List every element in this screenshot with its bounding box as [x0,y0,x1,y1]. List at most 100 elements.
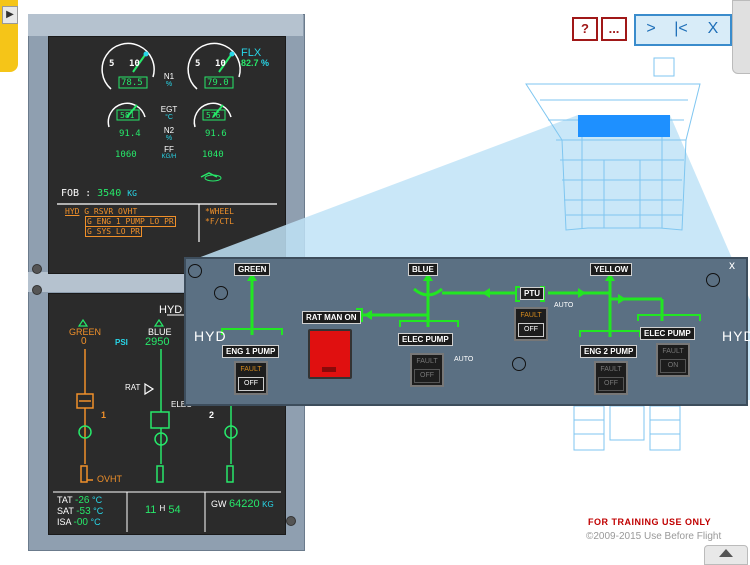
gauge-tick-label: 5 [109,59,115,69]
egt-right-value: 576 [206,111,221,120]
n1-right-value: 79.0 [207,78,229,88]
gauge-tick-label: 10 [215,59,226,69]
engine-gauges [57,42,277,242]
ovht-label: OVHT [97,474,123,484]
ecam-frame-top [28,14,303,36]
right-drawer-tab[interactable] [732,0,750,74]
screw-icon [286,516,296,526]
screw-icon [706,273,720,287]
temperature-block: TAT -26 °C SAT -53 °C ISA -00 °C [57,495,103,528]
time-hours: 11 [145,504,157,516]
screw-icon [32,264,42,274]
temp-unit: °C [91,495,103,505]
eng2-pump-button[interactable]: FAULT OFF [594,361,628,395]
blue-off-light: OFF [414,369,440,383]
sat-value: -53 [76,506,91,517]
side-drawer-tab[interactable]: ▶ [0,0,18,72]
flx-unit: % [261,58,270,68]
time-separator: H [159,504,166,513]
engine-2-number: 2 [209,410,215,420]
psi-unit: PSI [115,338,128,347]
selected-panel-highlight [578,115,670,137]
gw-value: 64220 [229,498,260,510]
chevron-up-icon [719,549,733,557]
screw-icon [32,285,42,295]
green-system-label: GREEN [234,263,271,276]
rat-man-on-guard[interactable] [308,329,352,379]
blue-elec-pump-label: ELEC PUMP [398,333,453,346]
memo-line: *F/CTL [205,217,234,226]
elec-label: ELEC [171,400,192,409]
sd-page-title: HYD [159,304,183,316]
n2-unit: % [165,135,173,142]
more-button[interactable]: ... [601,17,627,41]
time-minutes: 54 [168,504,181,516]
blue-elec-pump-button[interactable]: FAULT OFF [410,353,444,387]
hyd-side-label-right: HYD [722,328,750,344]
first-button[interactable]: |< [674,20,688,37]
egt-left-value: 581 [120,111,135,120]
ff-label: FF [164,145,174,154]
eng2-pump-label: ENG 2 PUMP [580,345,638,358]
blue-fault-light: FAULT [416,358,438,365]
memo-line: G SYS LO PR [85,226,142,237]
n2-right-value: 91.6 [205,129,227,139]
ecam-warning-memo: HYD G RSVR OVHT G ENG 1 PUMP LO PR G SYS… [65,207,176,237]
close-button[interactable]: X [707,20,719,37]
ptu-button[interactable]: FAULT OFF [514,307,548,341]
ptu-label: PTU [520,287,544,300]
hyd-overhead-panel: x GREEN BLUE YELLOW PTU RAT MAN ON ELEC … [184,257,750,406]
gauge-tick-label: 5 [195,59,201,69]
tat-value: -26 [75,495,90,506]
gw-unit: KG [262,500,274,509]
temp-unit: °C [93,506,104,516]
isa-label: ISA [57,517,72,527]
ptu-off-light: OFF [518,323,544,337]
utc-time: 11 H 54 [145,504,181,516]
next-button[interactable]: > [646,20,656,37]
navigation-group: > |< X [634,14,732,46]
training-notice: FOR TRAINING USE ONLY [588,517,712,527]
yellow-fault-light: FAULT [662,348,684,355]
play-arrow-icon[interactable]: ▶ [2,6,18,24]
memo-hyd: HYD [65,207,80,216]
ff-right-value: 1040 [202,150,224,160]
flx-value: 82.7 [241,58,259,68]
eng2-fault-light: FAULT [600,366,622,373]
memo-line: *WHEEL [205,207,234,216]
yellow-on-light: ON [660,359,686,373]
flx-label: FLX [241,47,262,59]
close-panel-icon[interactable]: x [729,258,735,272]
egt-unit: °C [165,114,173,121]
eng1-pump-button[interactable]: FAULT OFF [234,361,268,395]
fob-unit: KG [127,189,137,198]
green-pressure-value: 0 [81,336,87,347]
gw-label: GW [211,499,227,509]
eng1-off-light: OFF [238,377,264,391]
n1-unit: % [165,81,173,88]
n1-label: N1 [163,72,175,81]
temp-unit: °C [90,517,101,527]
egt-label: EGT [160,105,178,114]
engine-warning-display: 5 10 5 10 FLX 82.7 % 78.5 79.0 N1 % 581 … [48,36,286,274]
ff-left-value: 1060 [115,150,137,160]
tat-label: TAT [57,495,73,505]
n2-left-value: 91.4 [119,129,141,139]
rat-label: RAT [125,383,141,392]
bottom-drawer-tab[interactable] [704,545,748,565]
memo-line: G ENG 1 PUMP LO PR [85,216,176,227]
green-system-label: GREEN [69,327,102,337]
flx-value-row: 82.7 % [241,58,269,68]
screw-icon [512,357,526,371]
hyd-synoptic [53,314,281,532]
copyright-text: ©2009-2015 Use Before Flight [586,531,722,542]
yellow-elec-pump-label: ELEC PUMP [640,327,695,340]
ptu-auto-label: AUTO [554,302,574,309]
help-button[interactable]: ? [572,17,598,41]
blue-system-label: BLUE [148,327,172,337]
n2-label: N2 [163,126,175,135]
screw-icon [188,264,202,278]
blue-pressure-value: 2950 [145,336,170,348]
hyd-panel-lines [221,273,701,337]
yellow-elec-pump-button[interactable]: FAULT ON [656,343,690,377]
